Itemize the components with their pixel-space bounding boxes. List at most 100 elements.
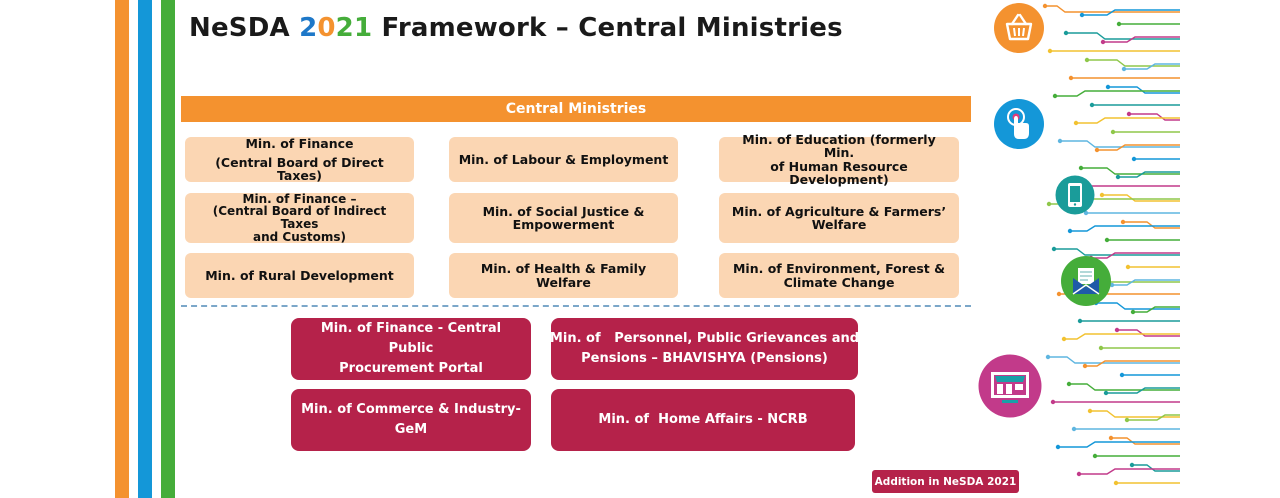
ministry-line: of Human Resource [770, 158, 908, 174]
circuit-trace [1111, 437, 1180, 445]
circuit-trace [1066, 32, 1180, 40]
title-year-digit-1: 2 [299, 13, 318, 43]
circuit-node [1108, 435, 1114, 441]
shopping-basket-icon [994, 3, 1044, 53]
addition-line: Min. of Finance - Central Public [320, 320, 502, 356]
ministry-box-social-justice: Min. of Social Justice &Empowerment [449, 193, 678, 243]
circuit-node [1114, 327, 1120, 333]
addition-legend: Addition in NeSDA 2021 [872, 470, 1019, 493]
ministry-line: Min. of Health & Family [480, 261, 647, 277]
circuit-node [1131, 156, 1137, 162]
circuit-node [1068, 75, 1074, 81]
addition-line: Pensions – BHAVISHYA (Pensions) [581, 351, 828, 366]
circuit-node [1126, 111, 1132, 117]
central-ministries-band: Central Ministries [181, 96, 971, 122]
circuit-node [1055, 444, 1061, 450]
ministry-box-agriculture: Min. of Agriculture & Farmers’Welfare [719, 193, 959, 243]
circuit-node [1087, 408, 1093, 414]
addition-line: Min. of Commerce & Industry- [301, 401, 521, 417]
ministry-box-labour: Min. of Labour & Employment [449, 137, 678, 182]
circuit-trace [1132, 464, 1180, 472]
circuit-node [1067, 228, 1073, 234]
circuit-trace [1079, 468, 1180, 475]
ministry-line: Min. of Social Justice & [482, 203, 645, 219]
circuit-trace [1118, 171, 1180, 178]
circuit-trace [1097, 144, 1180, 151]
ministry-line: (Central Board of Indirect Taxes [212, 204, 387, 231]
circuit-node [1098, 345, 1104, 351]
mobile-phone-icon [1055, 175, 1095, 215]
circuit-node [1047, 48, 1053, 54]
email-envelope-icon [1061, 256, 1111, 306]
circuit-node [1124, 417, 1130, 423]
circuit-node [1121, 66, 1127, 72]
circuit-node [1063, 30, 1069, 36]
circuit-trace [1081, 167, 1180, 175]
circuit-node [1100, 39, 1106, 45]
circuit-node [1116, 21, 1122, 27]
circuit-node [1105, 84, 1111, 90]
circuit-node [1119, 372, 1125, 378]
title-prefix: NeSDA [189, 13, 300, 43]
addition-line: Min. of Personnel, Public Grievances and [549, 330, 860, 346]
circuit-node [1125, 264, 1131, 270]
circuit-trace [1054, 248, 1180, 256]
ministry-line: Welfare [811, 217, 867, 232]
circuit-trace [1048, 356, 1180, 364]
online-store-icon [978, 354, 1042, 418]
circuit-trace [1091, 252, 1180, 259]
ministry-box-finance-cbic: Min. of Finance –(Central Board of Indir… [185, 193, 414, 243]
circuit-node [1079, 12, 1085, 18]
circuit-node [1076, 471, 1082, 477]
circuit-node [1109, 282, 1115, 288]
circuit-node [1120, 219, 1126, 225]
circuit-trace [1103, 36, 1180, 43]
circuit-node [1077, 318, 1083, 324]
circuit-node [1083, 210, 1089, 216]
circuit-trace [1060, 140, 1180, 148]
ministry-line: Min. of Education (formerly Min. [742, 132, 936, 161]
touch-tap-icon [994, 99, 1044, 149]
circuit-decoration [1042, 3, 1180, 486]
circuit-node [1078, 165, 1084, 171]
addition-line: GeM [394, 422, 428, 437]
circuit-node [1061, 336, 1067, 342]
green-stripe [161, 0, 175, 498]
circuit-node [1089, 102, 1095, 108]
circuit-trace [1082, 9, 1180, 16]
addition-line: Min. of Home Affairs - NCRB [598, 411, 808, 427]
circuit-node [1092, 453, 1098, 459]
circuit-node [1050, 399, 1056, 405]
circuit-node [1130, 309, 1136, 315]
circuit-node [1051, 246, 1057, 252]
circuit-node [1103, 390, 1109, 396]
slide-title: NeSDA 2021 Framework – Central Ministrie… [189, 13, 843, 43]
circuit-node [1066, 381, 1072, 387]
circuit-trace [1108, 86, 1180, 94]
title-year-digit-4: 1 [353, 13, 373, 43]
circuit-trace [1064, 333, 1180, 340]
circuit-node [1046, 201, 1052, 207]
circuit-trace [1070, 225, 1180, 232]
ministry-box-environment: Min. of Environment, Forest &Climate Cha… [719, 253, 959, 298]
section-divider [181, 305, 971, 307]
title-year-digit-2: 0 [317, 13, 336, 43]
circuit-node [1073, 120, 1079, 126]
circuit-trace [1076, 117, 1180, 124]
circuit-node [1099, 192, 1105, 198]
circuit-node [1057, 138, 1063, 144]
ministry-line: Min. of Finance – [242, 191, 357, 206]
ministry-line: Min. of Environment, Forest & [732, 261, 946, 277]
ministry-line: Climate Change [783, 274, 895, 290]
ministry-line: Min. of Finance [245, 135, 354, 151]
ministry-line: Empowerment [512, 217, 615, 232]
circuit-node [1094, 147, 1100, 153]
circuit-trace [1124, 63, 1180, 70]
circuit-node [1110, 129, 1116, 135]
circuit-trace [1133, 306, 1180, 313]
title-suffix: Framework – Central Ministries [372, 13, 843, 43]
circuit-trace [1055, 90, 1180, 97]
ministry-line: Welfare [536, 274, 591, 290]
circuit-node [1082, 363, 1088, 369]
blue-stripe [138, 0, 152, 498]
